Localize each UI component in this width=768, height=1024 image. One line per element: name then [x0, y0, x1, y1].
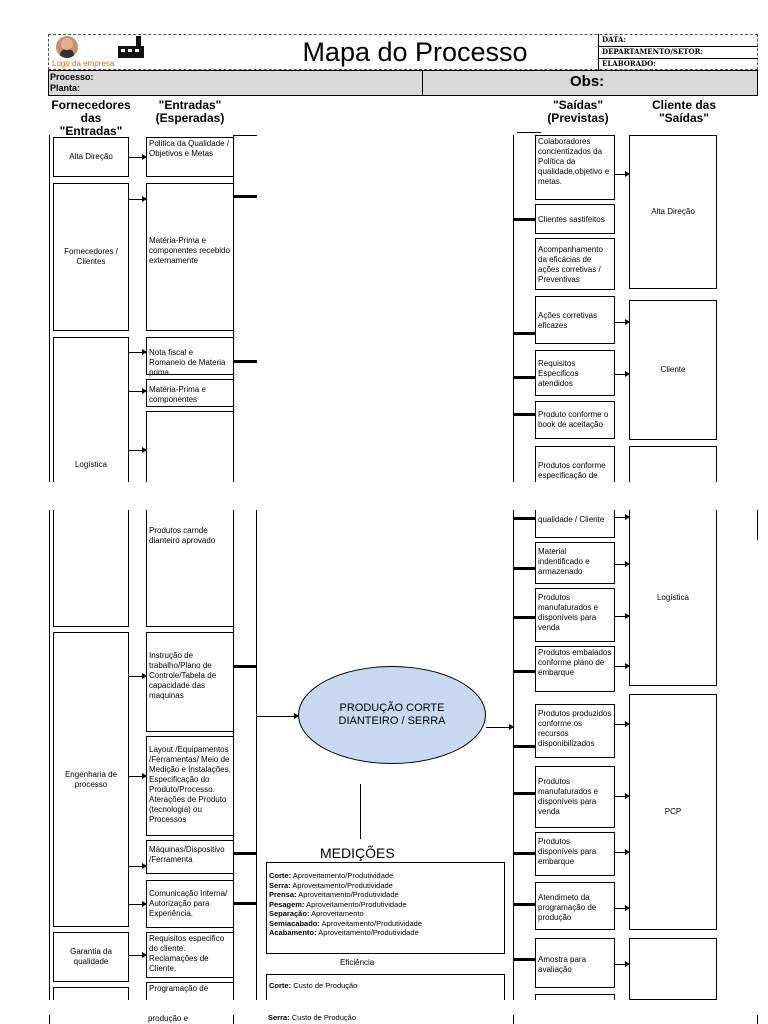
client-box: PCP — [629, 694, 717, 930]
medicao-key: Serra: — [269, 880, 291, 890]
header-frame — [48, 34, 758, 70]
supplier-box: Fornecedores / Clientes — [53, 183, 129, 331]
supplier-box — [53, 510, 129, 627]
output-box: Ações corretivas eficazes — [535, 296, 615, 344]
output-box: Material indentificado e armazenado — [535, 542, 615, 584]
output-box: Atendimeto da programação de produção — [535, 882, 615, 930]
medicao-key: Prensa: — [269, 890, 297, 899]
input-box — [146, 411, 234, 482]
medicoes-title: MEDIÇÕES — [320, 845, 395, 861]
supplier-box: Engenharia de processo — [53, 632, 129, 927]
planta-label: Planta: — [50, 83, 81, 93]
medicao-key: Acabamento: — [269, 928, 317, 937]
output-box: qualidade / Cliente — [535, 510, 615, 538]
input-box: Requisitos especifico do cliente. Reclam… — [146, 932, 234, 978]
col-entradas: "Entradas" (Esperadas) — [155, 98, 225, 125]
medicao-value: Aproveitamento — [311, 909, 364, 918]
custo-key: Serra: — [268, 1013, 290, 1022]
output-box: Produtos disponíveis para embarque — [535, 832, 615, 876]
input-box: Comunicação Interna/ Autorização para Ex… — [146, 880, 234, 928]
process-ellipse: PRODUÇÃO CORTE DIANTEIRO / SERRA — [298, 666, 486, 764]
custo-value: Custo de Produção — [291, 1013, 356, 1022]
page-title: Mapa do Processo — [302, 37, 528, 67]
output-box: Produtos manufaturados e disponíveis par… — [535, 766, 615, 828]
meta-date-label: DATA: — [602, 35, 626, 44]
input-box: Matéria-Prima e componentes — [146, 379, 234, 407]
input-fragment: produção e — [148, 1014, 189, 1023]
output-box: Clientes sastifeitos — [535, 204, 615, 234]
meta-setor-label: DEPARTAMENTO/SETOR: — [602, 47, 703, 56]
output-box: Produto conforme o book de aceitação — [535, 401, 615, 439]
obs-label: Obs: — [570, 73, 605, 90]
col-saidas: "Saídas" (Previstas) — [547, 98, 609, 125]
output-box: Produtos embalados conforme plano de emb… — [535, 646, 615, 692]
supplier-box — [53, 987, 129, 1000]
client-box — [629, 938, 717, 1000]
input-box: Matéria-Prima e componentes recebido ext… — [146, 183, 234, 331]
supplier-box: Garantia da qualidade — [53, 932, 129, 982]
input-box: Máquinas/Dispositivo /Ferramenta — [146, 840, 234, 874]
medicoes-box: Corte: Aproveitamento/Produtividade Serr… — [266, 862, 505, 954]
page-gap — [0, 1001, 768, 1015]
processo-label: Processo: — [50, 72, 94, 82]
medicao-value: Aproveitamento/Produtividade — [292, 880, 393, 890]
client-box: Alta Direção — [629, 135, 717, 289]
medicao-key: Semiacabado: — [269, 918, 320, 928]
output-box: Amostra para avaliação — [535, 938, 615, 988]
client-box: Cliente — [629, 300, 717, 440]
output-box: Produtos produzidos conforme os recursos… — [535, 704, 615, 758]
logo-avatar — [56, 36, 78, 58]
custo-box: Corte: Custo de Produção — [266, 974, 505, 1000]
custo-fragment: Serra: Custo de Produção — [268, 1013, 356, 1023]
input-box: Produtos carnde dianteiro aprovado — [146, 510, 234, 627]
client-box: Logística — [629, 510, 717, 686]
medicao-value: Aproveitamento/Produtividade — [321, 918, 423, 928]
process-input-arrow — [256, 713, 299, 719]
output-box: Produtos manufaturados e disponíveis par… — [535, 588, 615, 642]
input-box: Programação de — [146, 982, 234, 1000]
page-gap — [0, 484, 768, 508]
output-box: Colaboradores concientizados da Política… — [535, 135, 615, 200]
medicao-value: Aproveitamento/Produtividade — [292, 871, 394, 880]
col-clientes: Cliente das "Saídas" — [651, 98, 717, 125]
output-box: Produtos conforme especificação de — [535, 446, 615, 482]
logo-caption: Logo da empresa — [52, 59, 115, 68]
process-band — [48, 70, 758, 96]
input-box: Instrução de trabalho/Plano de Controle/… — [146, 632, 234, 732]
supplier-box: Alta Direção — [53, 137, 129, 177]
medicao-key: Separação: — [269, 909, 310, 918]
output-box: Acompanhamento da eficácias de ações cor… — [535, 238, 615, 290]
output-box: Requisitos Especificos atendidos — [535, 350, 615, 396]
output-box — [535, 994, 615, 1000]
input-box: Layout /Equipamentos /Ferramentas/ Meio … — [146, 736, 234, 836]
medicao-key: Pesagem: — [269, 899, 305, 909]
input-box: Nota fiscal e Romaneio de Materia prima — [146, 337, 234, 377]
supplier-box: Logística — [53, 337, 129, 482]
col-fornecedores: Fornecedores das "Entradas" — [51, 98, 131, 138]
medicao-value: Aproveitamento/Produtividade — [306, 899, 407, 909]
medicao-value: Aproveitamento/Produtividade — [318, 928, 419, 937]
medicao-key: Corte: — [269, 871, 292, 880]
meta-elaborado-label: ELABORADO: — [602, 59, 656, 68]
eficiencia-label: Eficiência — [340, 958, 375, 967]
supplier-label: Logística — [74, 460, 108, 469]
input-box: Politica da Qualidade / Objetivos e Meta… — [146, 137, 234, 177]
process-output-arrow — [486, 724, 514, 730]
custo-value: Custo de Produção — [293, 981, 358, 990]
client-box — [629, 446, 717, 482]
medicao-value: Aproveitamento/Produtividade — [298, 890, 399, 899]
factory-icon — [118, 36, 144, 58]
custo-key: Corte: — [269, 981, 292, 990]
meta-box — [598, 34, 758, 70]
